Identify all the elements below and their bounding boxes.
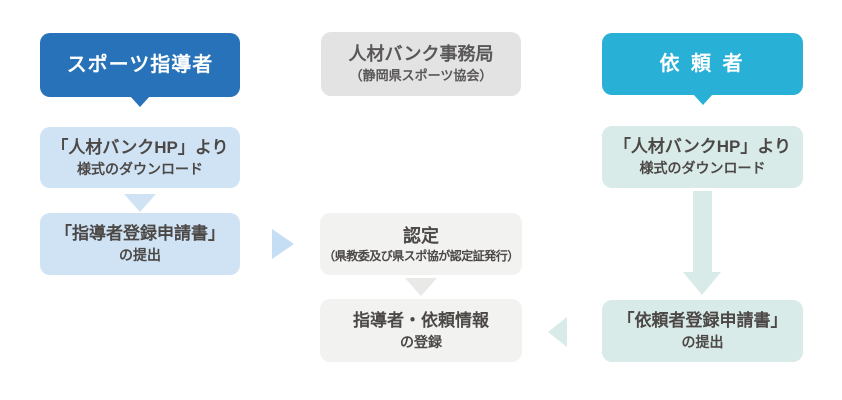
step-text-line1: 「依頼者登録申請書」 xyxy=(617,311,788,331)
step-text-line2: の提出 xyxy=(681,334,724,351)
step-certification: 認定 （県教委及び県スポ協が認定証発行） xyxy=(320,213,522,275)
actor-header-bank-office: 人材バンク事務局 （静岡県スポーツ協会） xyxy=(321,32,521,96)
actor-header-sports-instructor: スポーツ指導者 xyxy=(40,33,240,107)
step-text-line1: 「指導者登録申請書」 xyxy=(55,224,225,244)
step-text-line2: 様式のダウンロード xyxy=(77,160,203,177)
actor-header-requester: 依 頼 者 xyxy=(602,33,803,105)
arrow-right-icon xyxy=(272,229,294,259)
step-text-line2: の提出 xyxy=(119,247,161,264)
step-text-line1: 指導者・依頼情報 xyxy=(353,310,489,330)
arrow-down-icon xyxy=(405,278,437,296)
step-requester-submit: 「依頼者登録申請書」 の提出 xyxy=(602,300,803,362)
step-info-registration: 指導者・依頼情報 の登録 xyxy=(320,299,522,362)
actor-header-line2: （静岡県スポーツ協会） xyxy=(349,68,493,84)
step-instructor-download: 「人材バンクHP」より 様式のダウンロード xyxy=(40,127,240,188)
bubble-tail-icon xyxy=(130,96,150,107)
bubble-tail-icon xyxy=(692,94,713,105)
actor-header-line1: 人材バンク事務局 xyxy=(348,43,494,64)
step-text-line1: 「人材バンクHP」より xyxy=(51,137,229,157)
step-text-line2: （県教委及び県スポ協が認定証発行） xyxy=(323,249,519,264)
arrow-down-icon xyxy=(683,272,721,295)
arrow-left-icon xyxy=(548,317,567,347)
step-instructor-submit: 「指導者登録申請書」 の提出 xyxy=(40,213,240,275)
arrow-down-icon xyxy=(124,194,156,212)
step-text-line1: 認定 xyxy=(403,225,439,246)
step-text-line2: 様式のダウンロード xyxy=(639,160,766,177)
step-requester-download: 「人材バンクHP」より 様式のダウンロード xyxy=(602,126,803,188)
step-text-line1: 「人材バンクHP」より xyxy=(613,137,792,157)
arrow-down-shaft-icon xyxy=(693,191,712,273)
step-text-line2: の登録 xyxy=(400,333,442,350)
actor-header-label: 依 頼 者 xyxy=(659,53,746,75)
actor-header-label: スポーツ指導者 xyxy=(66,54,214,76)
